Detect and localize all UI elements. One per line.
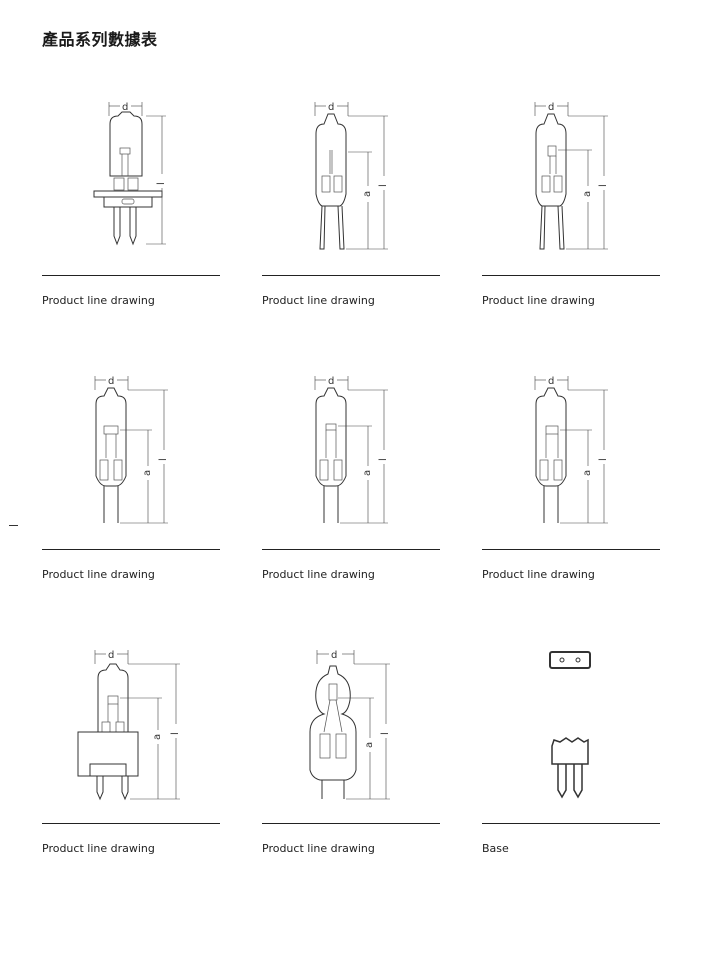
drawing-cell-1: d l Product line drawing bbox=[42, 94, 220, 334]
dim-label-d: d bbox=[331, 650, 337, 661]
drawing-caption: Product line drawing bbox=[262, 842, 375, 855]
page-title: 產品系列數據表 bbox=[42, 30, 158, 49]
dim-label-d: d bbox=[108, 650, 114, 661]
caption-rule bbox=[262, 823, 440, 824]
dim-label-d: d bbox=[328, 376, 334, 387]
dim-label-d: d bbox=[548, 102, 554, 113]
lamp-drawing-6: d a l bbox=[534, 376, 609, 524]
caption-rule bbox=[42, 549, 220, 550]
drawing-cell-3: d a l Product line drawing bbox=[482, 94, 660, 334]
dim-label-l: l bbox=[156, 182, 167, 185]
dim-label-a: a bbox=[364, 742, 375, 748]
lamp-drawing-4: d a l bbox=[94, 376, 169, 524]
caption-rule bbox=[482, 549, 660, 550]
drawing-cell-6: d a l Product line drawing bbox=[482, 368, 660, 608]
drawing-caption: Product line drawing bbox=[482, 294, 595, 307]
dim-label-l: l bbox=[598, 184, 609, 187]
caption-rule bbox=[262, 275, 440, 276]
lamp-drawing-3: d a l bbox=[534, 102, 609, 250]
caption-rule bbox=[482, 823, 660, 824]
drawing-caption: Product line drawing bbox=[262, 294, 375, 307]
dim-label-a: a bbox=[582, 191, 593, 197]
dim-label-d: d bbox=[548, 376, 554, 387]
lamp-drawing-5: d a l bbox=[314, 376, 389, 524]
drawing-caption: Product line drawing bbox=[262, 568, 375, 581]
lamp-drawing-1: d l bbox=[93, 102, 167, 246]
dim-label-l: l bbox=[158, 458, 169, 461]
drawing-cell-5: d a l Product line drawing bbox=[262, 368, 440, 608]
dim-label-l: l bbox=[378, 458, 389, 461]
caption-rule bbox=[42, 823, 220, 824]
dim-label-d: d bbox=[108, 376, 114, 387]
dim-label-l: l bbox=[598, 458, 609, 461]
dim-label-l: l bbox=[378, 184, 389, 187]
drawing-caption: Product line drawing bbox=[42, 568, 155, 581]
caption-rule bbox=[482, 275, 660, 276]
drawing-caption: Product line drawing bbox=[42, 842, 155, 855]
dim-label-a: a bbox=[142, 470, 153, 476]
dim-label-a: a bbox=[582, 470, 593, 476]
drawing-cell-9: Base bbox=[482, 642, 660, 882]
caption-rule bbox=[262, 549, 440, 550]
dim-label-a: a bbox=[362, 191, 373, 197]
drawing-cell-2: d a l Product line drawing bbox=[262, 94, 440, 334]
drawing-caption: Base bbox=[482, 842, 509, 855]
caption-rule bbox=[42, 275, 220, 276]
dim-label-d: d bbox=[122, 102, 128, 113]
drawing-cell-8: d a l Product line drawing bbox=[262, 642, 440, 882]
dim-label-a: a bbox=[152, 734, 163, 740]
drawing-caption: Product line drawing bbox=[482, 568, 595, 581]
dim-label-l: l bbox=[170, 732, 181, 735]
dim-label-a: a bbox=[362, 470, 373, 476]
drawing-caption: Product line drawing bbox=[42, 294, 155, 307]
lamp-drawing-2: d a l bbox=[314, 102, 389, 250]
dim-label-l: l bbox=[380, 732, 391, 735]
base-drawing bbox=[549, 651, 591, 799]
lamp-drawing-7: d a l bbox=[77, 650, 181, 801]
margin-mark bbox=[9, 525, 18, 526]
lamp-drawing-8: d a l bbox=[309, 650, 391, 800]
drawing-cell-4: d a l Product line drawing bbox=[42, 368, 220, 608]
dim-label-d: d bbox=[328, 102, 334, 113]
drawing-cell-7: d a l Product line drawing bbox=[42, 642, 220, 882]
